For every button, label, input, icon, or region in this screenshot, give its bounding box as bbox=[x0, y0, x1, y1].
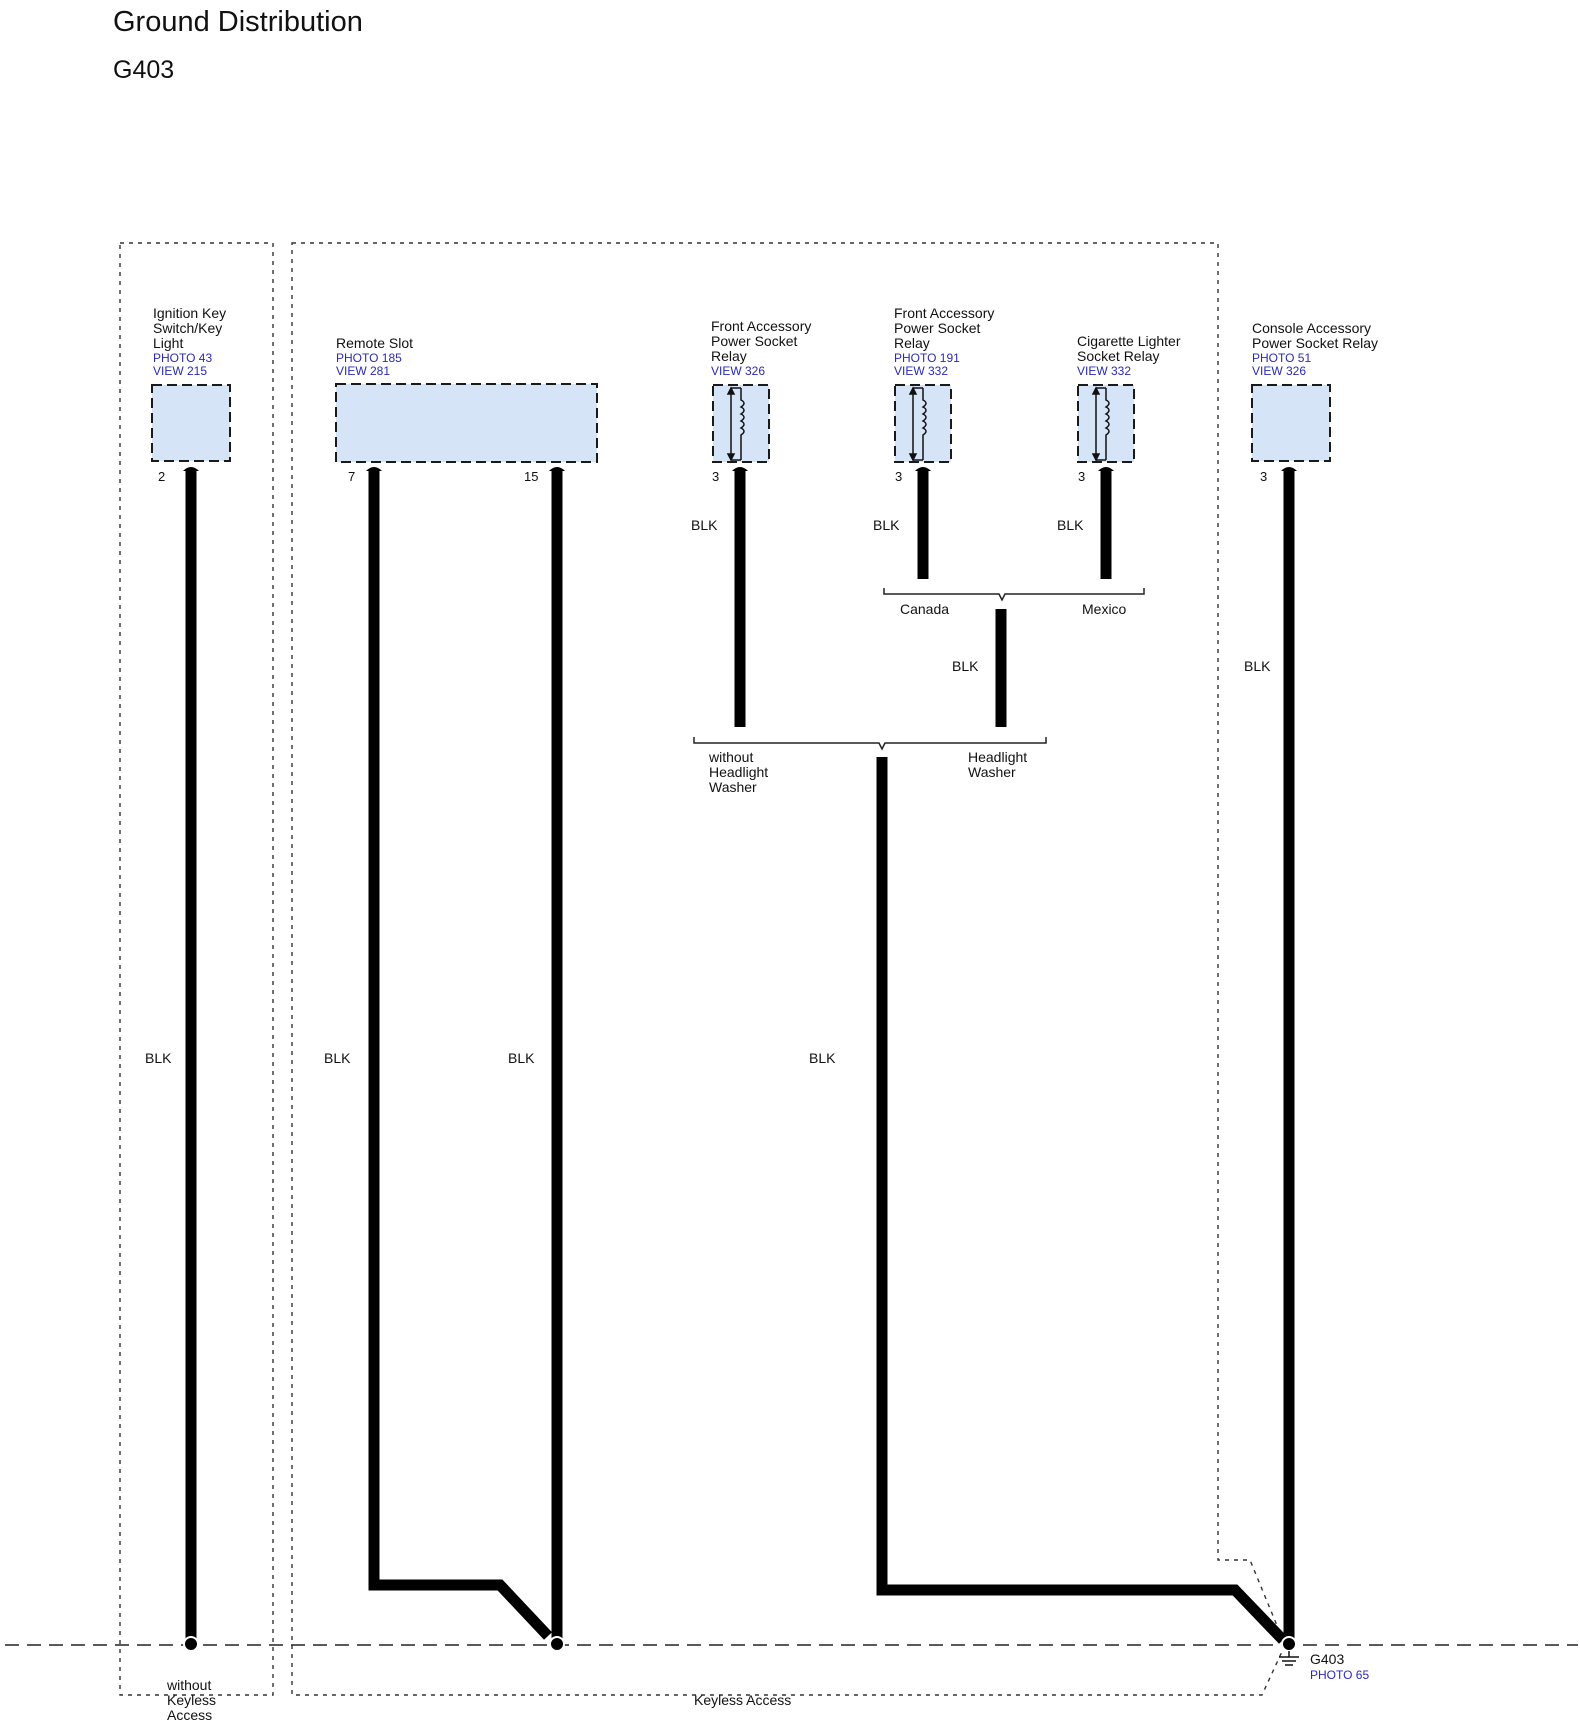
ignition-label: Ignition Key Switch/Key Light bbox=[153, 305, 230, 351]
page-title: Ground Distribution bbox=[113, 6, 363, 38]
cig-relay-refs[interactable]: VIEW 332 bbox=[1077, 364, 1131, 378]
console-relay-label: Console Accessory Power Socket Relay bbox=[1252, 320, 1378, 351]
boundary-keyless bbox=[291, 242, 1286, 1696]
console-relay-refs[interactable]: PHOTO 51 VIEW 326 bbox=[1252, 351, 1314, 378]
ignition-key-switch-light[interactable] bbox=[151, 384, 231, 462]
option-without-keyless-access: without Keyless Access bbox=[166, 1677, 220, 1723]
boundary-without-keyless bbox=[119, 242, 274, 1696]
front-relay-2-refs[interactable]: PHOTO 191 VIEW 332 bbox=[894, 351, 963, 378]
wire-color-label: BLK bbox=[873, 517, 900, 533]
wire-color-label: BLK bbox=[145, 1050, 172, 1066]
wire-color-label: BLK bbox=[1057, 517, 1084, 533]
pin-number: 7 bbox=[348, 469, 355, 484]
bracket-canada-mexico bbox=[883, 588, 1145, 602]
wire-to-ground[interactable] bbox=[876, 757, 1287, 1644]
wire-color-label: BLK bbox=[809, 1050, 836, 1066]
relay-coil-icon bbox=[908, 386, 927, 462]
remote-slot[interactable] bbox=[335, 383, 598, 463]
option-mexico: Mexico bbox=[1082, 601, 1127, 617]
remote-refs[interactable]: PHOTO 185 VIEW 281 bbox=[336, 351, 405, 378]
page-subtitle: G403 bbox=[113, 56, 175, 84]
relay-coil-icon bbox=[1091, 386, 1110, 462]
pin-number: 2 bbox=[158, 469, 165, 484]
wire-color-label: BLK bbox=[324, 1050, 351, 1066]
wire-color-label: BLK bbox=[691, 517, 718, 533]
remote-label: Remote Slot bbox=[336, 335, 413, 351]
splice-point bbox=[549, 1636, 565, 1652]
pin-number: 3 bbox=[1260, 469, 1267, 484]
front-relay-1-label: Front Accessory Power Socket Relay bbox=[711, 318, 815, 364]
ground-icon bbox=[1279, 1651, 1299, 1666]
front-relay-1-refs[interactable]: VIEW 326 bbox=[711, 364, 765, 378]
ground-g403-ref[interactable]: PHOTO 65 bbox=[1310, 1668, 1369, 1682]
pin-number: 15 bbox=[524, 469, 538, 484]
front-relay-2-label: Front Accessory Power Socket Relay bbox=[894, 305, 998, 351]
pin-number: 3 bbox=[1078, 469, 1085, 484]
relay-coil-icon bbox=[726, 386, 745, 462]
option-without-headlight-washer: without Headlight Washer bbox=[708, 749, 772, 795]
pin-number: 3 bbox=[712, 469, 719, 484]
splice-point bbox=[1281, 1636, 1297, 1652]
wire-remote-pin7[interactable] bbox=[368, 470, 553, 1640]
bracket-headlight-washer bbox=[693, 737, 1047, 751]
pin-number: 3 bbox=[895, 469, 902, 484]
wire-color-label: BLK bbox=[952, 658, 979, 674]
splice-point bbox=[183, 1636, 199, 1652]
option-keyless-access: Keyless Access bbox=[694, 1692, 791, 1708]
ground-g403-label: G403 bbox=[1310, 1651, 1344, 1667]
wire-color-label: BLK bbox=[1244, 658, 1271, 674]
pin-terminals bbox=[183, 467, 1297, 471]
cig-relay-label: Cigarette Lighter Socket Relay bbox=[1077, 333, 1184, 364]
wire-color-label: BLK bbox=[508, 1050, 535, 1066]
option-canada: Canada bbox=[900, 601, 949, 617]
option-headlight-washer: Headlight Washer bbox=[968, 749, 1031, 780]
ignition-refs[interactable]: PHOTO 43 VIEW 215 bbox=[153, 351, 215, 378]
console-accessory-relay[interactable] bbox=[1251, 384, 1331, 462]
